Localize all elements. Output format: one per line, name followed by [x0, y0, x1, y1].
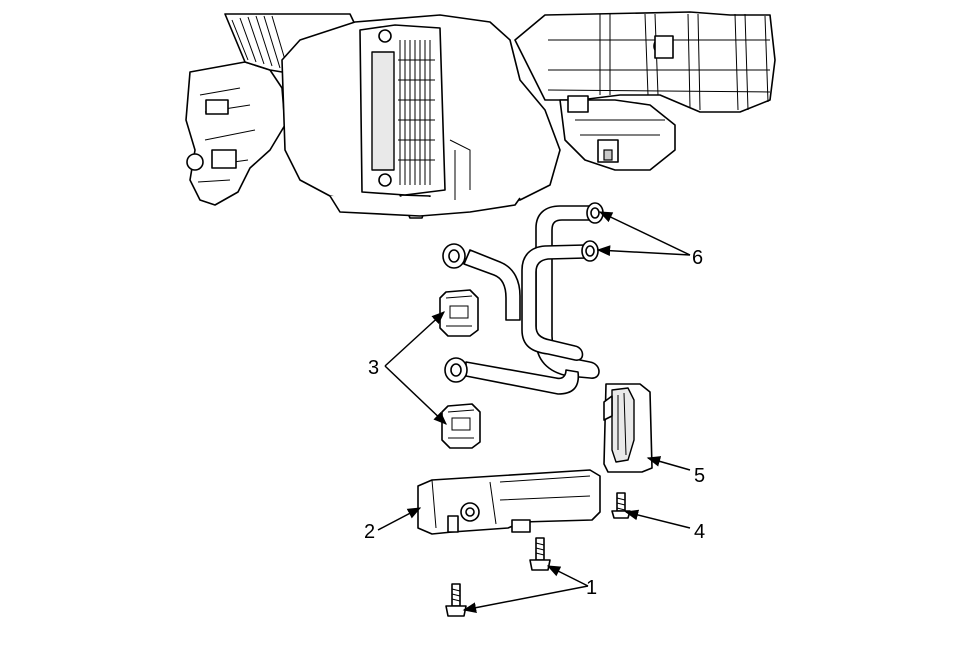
heater-core-tubes	[442, 202, 604, 395]
callout-5: 5	[694, 465, 705, 487]
callout-1: 1	[586, 577, 597, 599]
hvac-module-housing	[185, 11, 776, 219]
callout-3: 3	[368, 357, 379, 379]
callout-2: 2	[364, 521, 375, 543]
screw-1-upper	[529, 537, 551, 571]
heater-core-bracket	[603, 383, 653, 473]
screw-4	[611, 492, 631, 519]
callout-4: 4	[694, 521, 705, 543]
seal-lower	[441, 403, 481, 449]
callout-6: 6	[692, 247, 703, 269]
leader-lines	[377, 211, 691, 613]
screw-1-lower	[445, 583, 467, 617]
seal-upper	[439, 289, 479, 337]
heater-core-cover	[417, 469, 601, 535]
